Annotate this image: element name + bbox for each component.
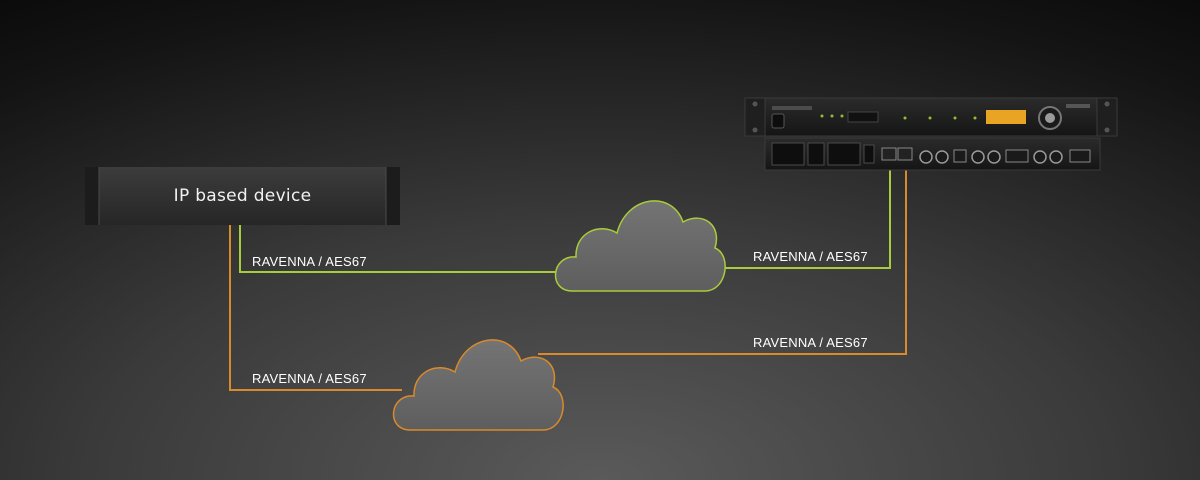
orange-left-link-label: RAVENNA / AES67 <box>252 371 367 386</box>
green-left-link-label: RAVENNA / AES67 <box>252 254 367 269</box>
green-link <box>239 170 891 273</box>
rack-converter-unit <box>744 97 1118 171</box>
orange-link <box>229 170 907 391</box>
network-cloud-lower <box>392 339 564 431</box>
device-title: IP based device <box>174 186 312 206</box>
orange-right-link-label: RAVENNA / AES67 <box>753 335 868 350</box>
network-cloud-upper <box>554 200 726 292</box>
green-right-link-label: RAVENNA / AES67 <box>753 249 868 264</box>
ip-device-box: IP based device <box>85 167 400 225</box>
